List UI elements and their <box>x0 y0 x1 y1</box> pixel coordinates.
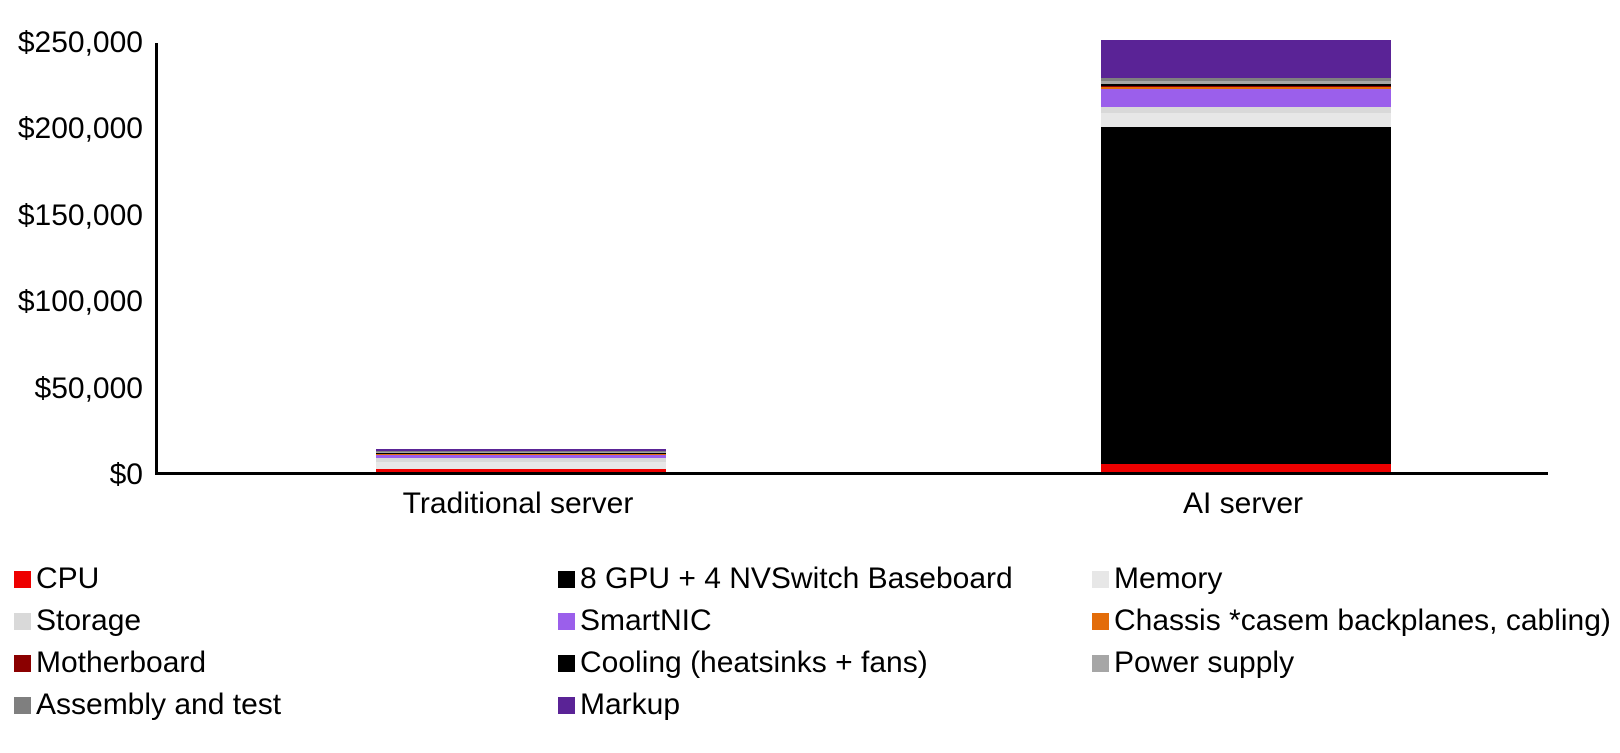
legend-label: Motherboard <box>36 646 207 679</box>
legend-item-assembly-and-test: Assembly and test <box>14 684 558 726</box>
bar-segment-cooling-heatsinks-fans- <box>376 453 666 454</box>
legend-item-8-gpu-4-nvswitch-baseboard: 8 GPU + 4 NVSwitch Baseboard <box>558 558 1092 600</box>
legend-swatch-icon <box>14 612 31 630</box>
bar-segment-cpu <box>1101 464 1391 472</box>
legend-swatch-icon <box>1092 612 1109 630</box>
bar-segment-smartnic <box>376 455 666 458</box>
legend-label: CPU <box>36 562 100 595</box>
legend-item-motherboard: Motherboard <box>14 642 558 684</box>
legend-item-cpu: CPU <box>14 558 558 600</box>
y-tick-label: $100,000 <box>17 285 143 319</box>
legend-label: 8 GPU + 4 NVSwitch Baseboard <box>580 562 1013 595</box>
bar-segment-markup <box>1101 40 1391 78</box>
stacked-bar-traditional-server <box>376 448 666 472</box>
legend-swatch-icon <box>558 696 575 714</box>
bar-segment-memory <box>376 462 666 470</box>
category-label: AI server <box>1182 487 1304 520</box>
bar-segment-storage <box>1101 107 1391 114</box>
legend-label: Cooling (heatsinks + fans) <box>580 646 928 679</box>
legend-item-cooling-heatsinks-fans-: Cooling (heatsinks + fans) <box>558 642 1092 684</box>
legend-swatch-icon <box>1092 654 1109 672</box>
bar-segment-8-gpu-4-nvswitch-baseboard <box>1101 127 1391 465</box>
category-label: Traditional server <box>402 487 634 520</box>
y-tick-label: $50,000 <box>34 371 143 405</box>
bar-segment-chassis-casem-backplanes-cabling- <box>376 454 666 456</box>
legend-swatch-icon <box>14 654 31 672</box>
legend-item-storage: Storage <box>14 600 558 642</box>
y-tick-label: $250,000 <box>17 26 143 59</box>
legend-label: SmartNIC <box>580 604 712 637</box>
bar-segment-memory <box>1101 113 1391 128</box>
legend-swatch-icon <box>14 570 31 588</box>
y-tick-label: $200,000 <box>17 112 143 146</box>
legend-label: Power supply <box>1114 646 1295 679</box>
legend-swatch-icon <box>558 654 575 672</box>
y-tick-label: $150,000 <box>17 198 143 232</box>
bar-segment-cpu <box>376 469 666 472</box>
legend-item-markup: Markup <box>558 684 1092 726</box>
y-tick-label: $0 <box>109 458 143 491</box>
bar-segment-smartnic <box>1101 89 1391 108</box>
bar-segment-assembly-and-test <box>1101 77 1391 81</box>
bar-segment-storage <box>376 457 666 463</box>
legend-swatch-icon <box>558 612 575 630</box>
bar-segment-motherboard <box>376 453 666 455</box>
legend-label: Chassis *casem backplanes, cabling) <box>1114 604 1611 637</box>
legend-item-power-supply: Power supply <box>1092 642 1614 684</box>
legend-label: Markup <box>580 688 681 721</box>
bar-segment-power-supply <box>376 452 666 454</box>
bar-segment-motherboard <box>1101 85 1391 88</box>
legend-item-memory: Memory <box>1092 558 1614 600</box>
legend-label: Memory <box>1114 562 1223 595</box>
legend-label: Storage <box>36 604 142 637</box>
legend-swatch-icon <box>1092 570 1109 588</box>
legend-swatch-icon <box>558 570 575 588</box>
legend-item-chassis-casem-backplanes-cabling-: Chassis *casem backplanes, cabling) <box>1092 600 1614 642</box>
bar-segment-assembly-and-test <box>376 451 666 453</box>
bar-segment-cooling-heatsinks-fans- <box>1101 83 1391 86</box>
plot-area <box>155 40 1548 475</box>
legend-swatch-icon <box>14 696 31 714</box>
bar-segment-chassis-casem-backplanes-cabling- <box>1101 87 1391 90</box>
bar-segment-markup <box>376 448 666 452</box>
legend-label: Assembly and test <box>36 688 282 721</box>
stacked-bar-ai-server <box>1101 40 1391 472</box>
legend-item-smartnic: SmartNIC <box>558 600 1092 642</box>
bar-segment-power-supply <box>1101 80 1391 84</box>
